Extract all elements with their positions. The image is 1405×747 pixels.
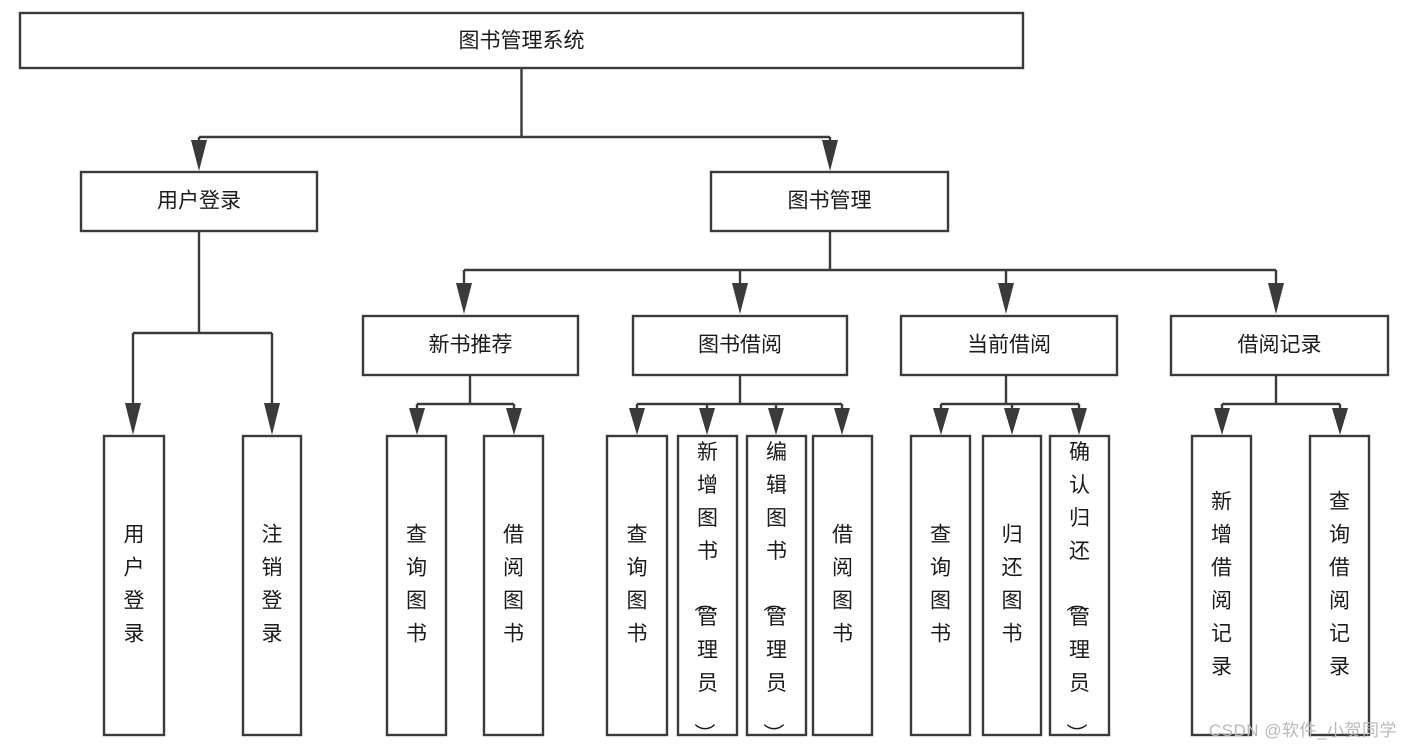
node-current-borrow[interactable]: 当前借阅 (899, 314, 1119, 377)
node-leaf-logout-label: 注销登录 (262, 524, 283, 646)
node-leaf-confirm-return-label: 确认归还（管理员） (1064, 441, 1090, 744)
arrowhead-book-borrow (732, 283, 748, 314)
arrowhead-leaf-logout (264, 403, 280, 435)
node-current-borrow-label: 当前借阅 (967, 334, 1051, 357)
node-leaf-query-book-2-label: 查询图书 (627, 524, 648, 646)
arrowhead-leaf-edit-book (768, 408, 784, 435)
node-leaf-edit-book[interactable]: 编辑图书（管理员） (745, 434, 808, 744)
arrowhead-leaf-borrow-book-1 (506, 408, 522, 435)
node-leaf-user-login[interactable]: 用户登录 (102, 434, 166, 737)
node-borrow-record-label: 借阅记录 (1238, 334, 1322, 357)
node-book-manage[interactable]: 图书管理 (709, 170, 950, 233)
node-leaf-logout[interactable]: 注销登录 (241, 434, 303, 737)
node-leaf-borrow-book-2[interactable]: 借阅图书 (811, 434, 874, 737)
arrowhead-leaf-add-record (1214, 408, 1230, 435)
arrowhead-leaf-return-book (1004, 408, 1020, 435)
arrowhead-leaf-query-book-1 (409, 408, 425, 435)
arrowhead-leaf-borrow-book-2 (834, 408, 850, 435)
node-leaf-borrow-book-1-label: 借阅图书 (503, 524, 524, 646)
node-new-book-rec-label: 新书推荐 (429, 334, 513, 357)
arrowhead-new-book-rec (456, 283, 472, 314)
node-book-borrow-label: 图书借阅 (698, 334, 782, 357)
arrowhead-leaf-user-login (125, 403, 141, 435)
node-leaf-query-book-1[interactable]: 查询图书 (385, 434, 448, 737)
node-leaf-return-book-label: 归还图书 (1002, 524, 1023, 646)
node-root-label: 图书管理系统 (459, 30, 585, 53)
arrowhead-leaf-confirm-return (1071, 408, 1087, 435)
node-leaf-query-book-3[interactable]: 查询图书 (909, 434, 972, 737)
arrowhead-leaf-query-book-2 (629, 408, 645, 435)
node-leaf-add-record-label: 新增借阅记录 (1211, 491, 1232, 679)
node-book-manage-label: 图书管理 (788, 190, 872, 213)
node-leaf-borrow-book-2-label: 借阅图书 (832, 524, 853, 646)
node-leaf-query-book-2[interactable]: 查询图书 (605, 434, 669, 737)
arrowhead-current-borrow (998, 283, 1014, 314)
node-root[interactable]: 图书管理系统 (18, 11, 1025, 70)
arrowhead-borrow-record (1268, 283, 1284, 314)
arrowhead-leaf-add-book (699, 408, 715, 435)
node-borrow-record[interactable]: 借阅记录 (1169, 314, 1390, 377)
node-new-book-rec[interactable]: 新书推荐 (361, 314, 580, 377)
node-user-login[interactable]: 用户登录 (79, 170, 319, 233)
node-leaf-return-book[interactable]: 归还图书 (981, 434, 1043, 737)
node-leaf-query-book-1-label: 查询图书 (406, 524, 427, 646)
node-leaf-user-login-label: 用户登录 (124, 524, 145, 646)
node-leaf-add-book[interactable]: 新增图书（管理员） (676, 434, 739, 744)
node-book-borrow[interactable]: 图书借阅 (631, 314, 849, 377)
node-leaf-edit-book-label: 编辑图书（管理员） (761, 441, 787, 744)
node-leaf-query-book-3-label: 查询图书 (930, 524, 951, 646)
arrowhead-user-login (191, 140, 207, 171)
arrowhead-leaf-query-record (1332, 408, 1348, 435)
connector-layer (125, 68, 1348, 435)
node-leaf-query-record[interactable]: 查询借阅记录 (1308, 434, 1371, 737)
node-leaf-add-record[interactable]: 新增借阅记录 (1190, 434, 1253, 737)
node-leaf-confirm-return[interactable]: 确认归还（管理员） (1048, 434, 1111, 744)
arrowhead-leaf-query-book-3 (933, 408, 949, 435)
node-leaf-add-book-label: 新增图书（管理员） (692, 441, 718, 744)
node-leaf-borrow-book-1[interactable]: 借阅图书 (482, 434, 545, 737)
arrowhead-book-manage (822, 140, 838, 171)
node-user-login-label: 用户登录 (157, 190, 241, 213)
node-leaf-query-record-label: 查询借阅记录 (1329, 491, 1350, 679)
